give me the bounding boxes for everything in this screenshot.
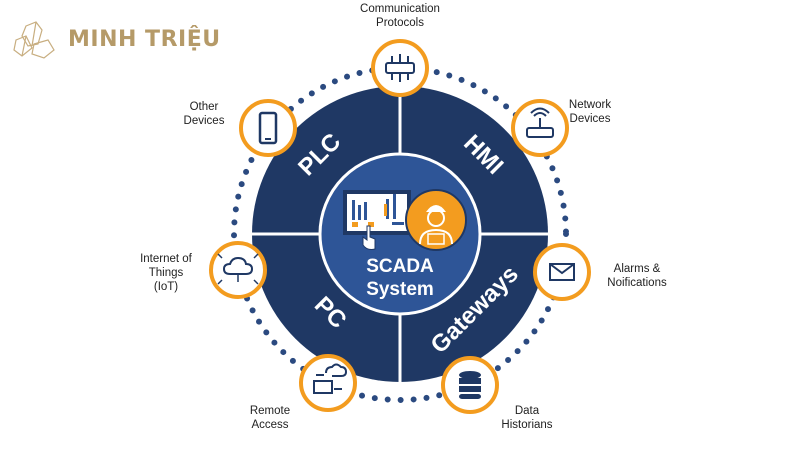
center-title-line2: System <box>366 279 434 300</box>
node-circle <box>371 39 429 97</box>
node-cloud-iot: Internet of Things (IoT) <box>140 241 267 299</box>
remote-computer-icon <box>313 363 348 394</box>
node-label: Communication <box>360 3 440 15</box>
hand-pointer-icon <box>362 225 376 250</box>
node-label: Internet of <box>140 253 193 265</box>
node-circle <box>441 356 499 414</box>
cloud-iot-icon <box>217 253 259 285</box>
node-label: Historians <box>501 419 552 431</box>
envelope-icon <box>549 263 575 281</box>
brand-name: MINH TRIỆU <box>68 26 221 52</box>
center-title-line1: SCADA <box>366 256 434 277</box>
node-label: Access <box>251 419 288 431</box>
node-circle <box>239 99 297 157</box>
engineer-icon <box>405 189 467 251</box>
node-envelope: Alarms & Noifications <box>533 243 667 301</box>
node-label: Other <box>190 101 219 113</box>
router-icon <box>526 107 554 138</box>
node-label: Devices <box>570 113 611 125</box>
node-circle <box>209 241 267 299</box>
node-label: Noifications <box>607 277 667 289</box>
node-label: Protocols <box>376 17 424 29</box>
node-label: Data <box>515 405 540 417</box>
node-label: (IoT) <box>154 281 178 293</box>
smartphone-icon <box>258 111 278 145</box>
node-label: Devices <box>184 115 225 127</box>
brand-logo: MINH TRIỆU <box>12 18 221 60</box>
database-icon <box>459 371 481 399</box>
node-label: Things <box>149 267 184 279</box>
network-switch-icon <box>385 54 415 82</box>
node-label: Remote <box>250 405 290 417</box>
dashboard-icon <box>343 190 411 250</box>
node-label: Alarms & <box>614 263 661 275</box>
node-circle <box>299 354 357 412</box>
node-label: Network <box>569 99 611 111</box>
crystal-logo-icon <box>13 21 55 59</box>
